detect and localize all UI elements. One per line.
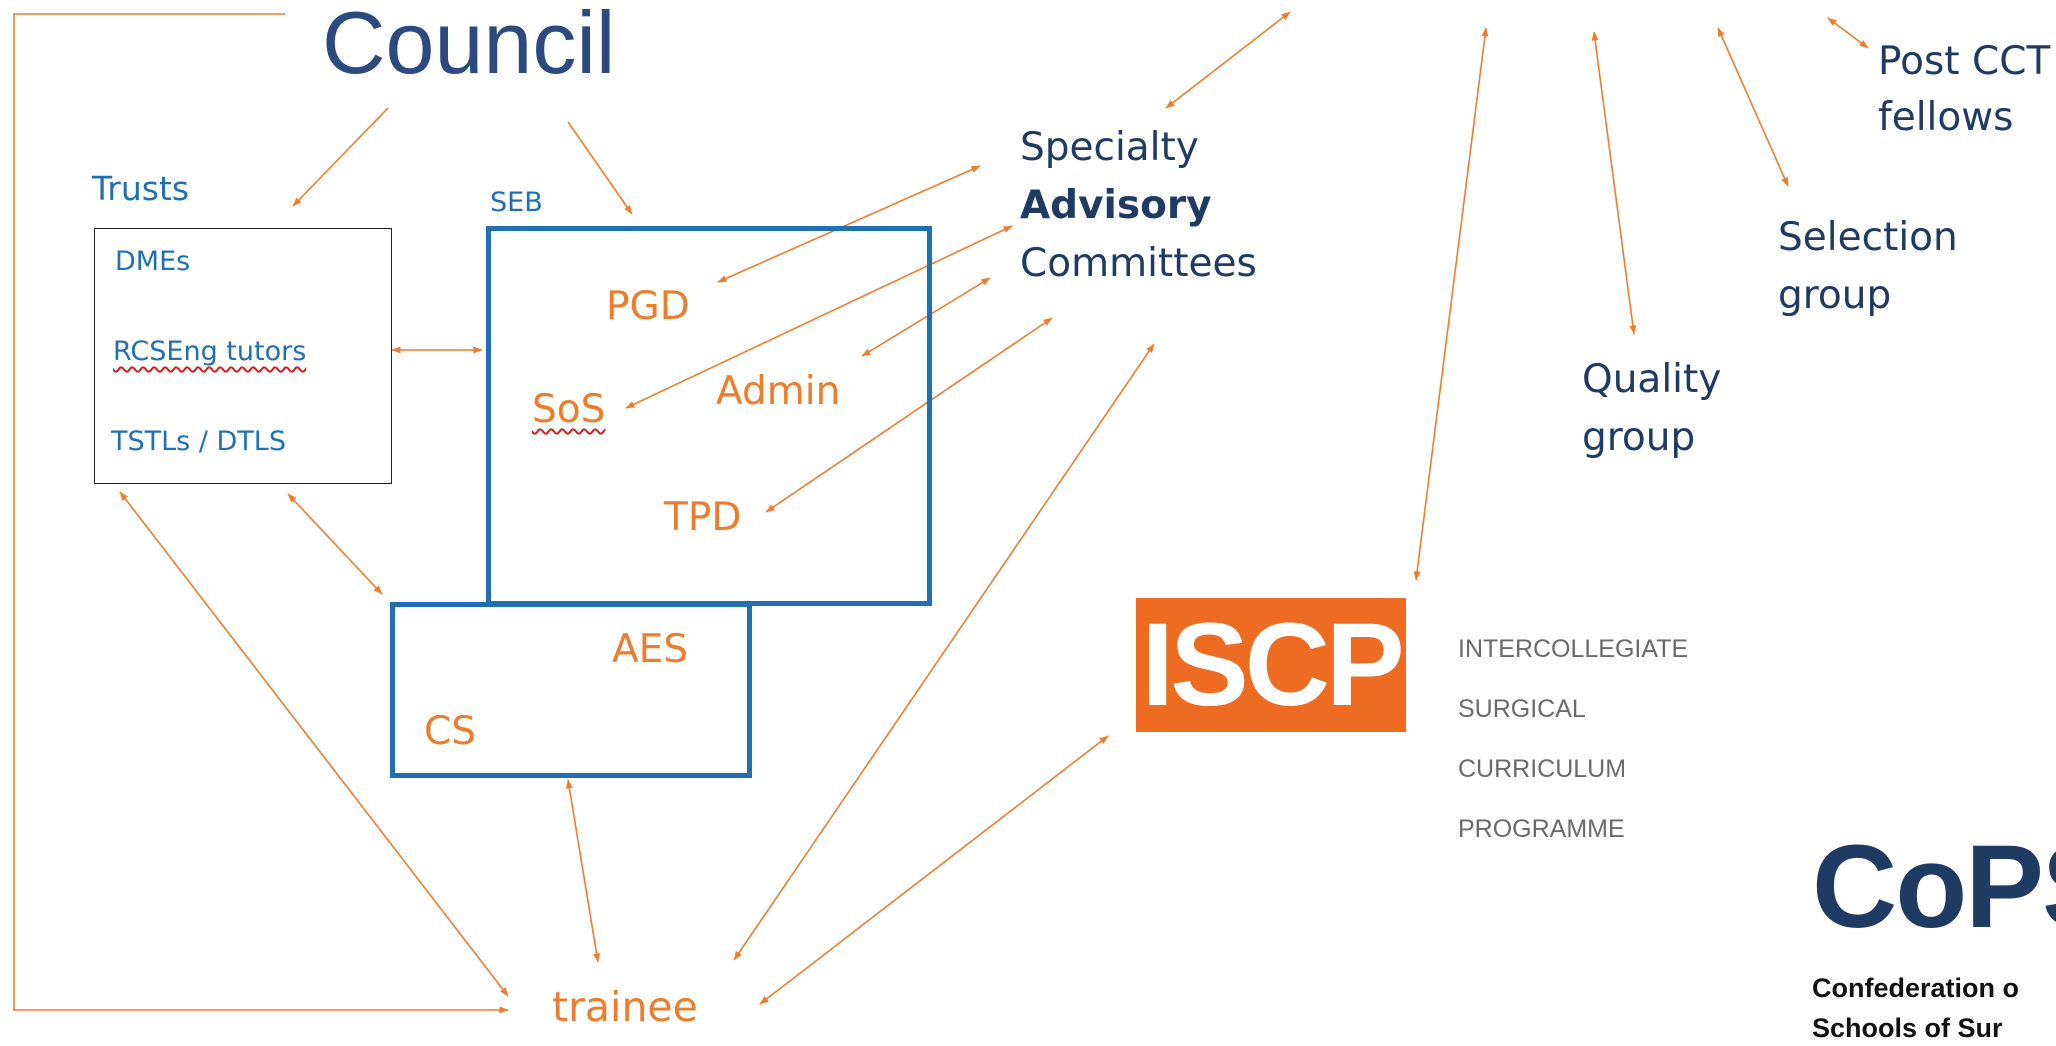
- copss-logo: CoPS: [1812, 821, 2056, 953]
- council-title: Council: [322, 0, 616, 92]
- trusts-heading: Trusts: [92, 169, 190, 208]
- sos-misspelling-underline: SoS: [532, 387, 606, 432]
- selection-group-line2: group: [1778, 273, 1892, 318]
- trusts-box: DMEs RCSEng tutors TSTLs / DTLS: [94, 228, 392, 484]
- iscp-name: INTERCOLLEGIATE SURGICAL CURRICULUM PROG…: [1458, 604, 1688, 874]
- trainee-iscp-arrow: [759, 735, 1109, 1005]
- copss-tagline-line1: Confederation o: [1812, 973, 2019, 1003]
- seb-role-pgd: PGD: [606, 284, 690, 329]
- iscp-logo-text: ISCP: [1141, 599, 1404, 731]
- trusts-trainee-arrow: [119, 491, 509, 997]
- iscp-name-line3: CURRICULUM: [1458, 755, 1627, 783]
- sac-top-arrow: [1165, 11, 1291, 109]
- sac-line-specialty: Specialty: [1020, 125, 1199, 170]
- quality-group-line1: Quality: [1582, 357, 1722, 402]
- iscp-top-arrow: [1413, 27, 1489, 581]
- supervisor-cs: CS: [424, 709, 476, 754]
- supervisors-trainee-arrow: [565, 779, 601, 963]
- selection-group-line1: Selection: [1778, 215, 1958, 260]
- sos-sac-arrow: [625, 225, 1013, 409]
- iscp-logo: ISCP: [1136, 598, 1406, 732]
- seb-heading: SEB: [490, 187, 543, 218]
- council-to-trusts-arrow: [292, 107, 389, 207]
- iscp-name-line1: INTERCOLLEGIATE: [1458, 635, 1689, 663]
- sac-line-committees: Committees: [1020, 241, 1257, 286]
- iscp-name-line2: SURGICAL: [1458, 695, 1586, 723]
- seb-role-admin: Admin: [716, 369, 841, 414]
- trusts-item-rcseng-tutors: RCSEng tutors: [113, 335, 306, 369]
- trusts-item-tstls: TSTLs / DTLS: [111, 426, 286, 457]
- supervisor-aes: AES: [612, 627, 689, 672]
- post-cct-line1: Post CCT: [1878, 39, 2051, 84]
- quality-top-arrow: [1591, 31, 1637, 335]
- council-to-seb-arrow: [567, 121, 633, 215]
- selection-top-arrow: [1717, 27, 1789, 187]
- council-to-trainee-loop-arrow: [13, 13, 509, 1014]
- seb-role-tpd: TPD: [664, 495, 742, 540]
- sac-line-advisory: Advisory: [1020, 183, 1212, 228]
- quality-group-line2: group: [1582, 415, 1696, 460]
- copss-tagline-line2: Schools of Sur: [1812, 1013, 2003, 1043]
- rcseng-misspelling-underline: RCSEng tutors: [113, 336, 307, 367]
- trainee-label: trainee: [552, 983, 698, 1031]
- supervisors-box: [390, 602, 752, 778]
- postcct-top-arrow: [1827, 17, 1869, 49]
- trusts-item-dmes: DMEs: [115, 246, 191, 277]
- trusts-supervisors-arrow: [287, 493, 383, 595]
- seb-role-sos: SoS: [532, 386, 605, 435]
- iscp-name-line4: PROGRAMME: [1458, 815, 1625, 843]
- post-cct-line2: fellows: [1878, 95, 2014, 140]
